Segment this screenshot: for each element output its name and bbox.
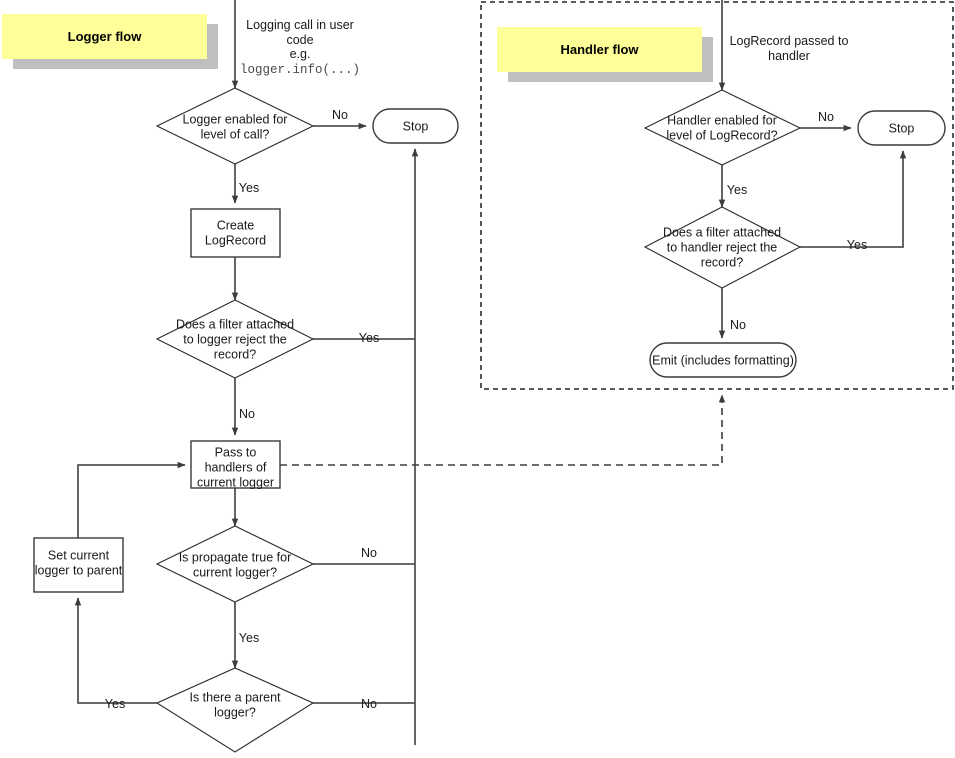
node-pass-to-handlers-line2: handlers of <box>205 460 267 474</box>
node-logger-enabled-line1: Logger enabled for <box>183 112 288 126</box>
edge-parent-exists-yes-to-set-parent <box>74 597 157 704</box>
edge-set-parent-to-pass <box>77 461 186 538</box>
node-pass-to-handlers-line3: current logger <box>197 475 274 489</box>
handler-banner-body <box>497 27 702 72</box>
edge-label-logger-enabled-yes: Yes <box>239 181 259 195</box>
node-create-logrecord-line1: Create <box>217 218 255 232</box>
logger-entry-line2: code <box>286 33 313 47</box>
node-emit-label: Emit (includes formatting) <box>652 353 794 367</box>
node-parent-exists: Is there a parent logger? <box>155 667 315 753</box>
logger-flow-banner: Logger flow <box>2 14 218 69</box>
node-pass-to-handlers-line1: Pass to <box>215 445 257 459</box>
edge-label-handler-filter-no: No <box>730 318 746 332</box>
edge-label-logger-enabled-no: No <box>332 108 348 122</box>
node-handler-enabled-line2: level of LogRecord? <box>666 128 777 142</box>
handler-entry-annotation: LogRecord passed to handler <box>730 34 849 63</box>
edge-label-parent-exists-no: No <box>361 697 377 711</box>
node-handler-filter-line3: record? <box>701 255 743 269</box>
node-logger-stop-label: Stop <box>403 119 429 133</box>
node-set-parent-line2: logger to parent <box>35 563 123 577</box>
edge-label-handler-enabled-yes: Yes <box>727 183 747 197</box>
node-handler-filter-line2: to handler reject the <box>667 240 778 254</box>
edge-label-logger-filter-yes: Yes <box>359 331 379 345</box>
node-propagate-line2: current logger? <box>193 565 277 579</box>
logger-entry-line4: logger.info(...) <box>240 63 360 77</box>
node-parent-exists-line2: logger? <box>214 705 256 719</box>
logger-banner-label: Logger flow <box>68 29 143 44</box>
node-set-parent-line1: Set current <box>48 548 110 562</box>
node-create-logrecord: Create LogRecord <box>190 208 281 258</box>
node-logger-filter-line3: record? <box>214 347 256 361</box>
node-propagate: Is propagate true for current logger? <box>155 525 315 603</box>
node-propagate-line1: Is propagate true for <box>179 550 292 564</box>
edge-label-handler-filter-yes: Yes <box>847 238 867 252</box>
handler-flow-group-border <box>480 1 954 390</box>
node-logger-enabled-line2: level of call? <box>201 127 270 141</box>
edge-label-parent-exists-yes: Yes <box>105 697 125 711</box>
node-handler-filter-line1: Does a filter attached <box>663 225 781 239</box>
node-pass-to-handlers: Pass to handlers of current logger <box>190 440 281 489</box>
edge-handler-filter-yes-to-stop <box>800 150 907 248</box>
logger-entry-line1: Logging call in user <box>246 18 354 32</box>
edge-label-propagate-yes: Yes <box>239 631 259 645</box>
node-set-parent: Set current logger to parent <box>33 537 124 593</box>
node-create-logrecord-line2: LogRecord <box>205 233 266 247</box>
node-parent-exists-line1: Is there a parent <box>189 690 281 704</box>
node-logger-stop: Stop <box>372 108 459 144</box>
node-handler-stop: Stop <box>857 110 946 146</box>
node-handler-enabled-line1: Handler enabled for <box>667 113 777 127</box>
handler-entry-line1: LogRecord passed to <box>730 34 849 48</box>
edge-pass-to-handler-flow-dashed <box>280 394 726 466</box>
node-logger-filter: Does a filter attached to logger reject … <box>155 299 315 379</box>
node-logger-filter-line1: Does a filter attached <box>176 317 294 331</box>
node-handler-filter: Does a filter attached to handler reject… <box>643 206 802 289</box>
node-handler-enabled: Handler enabled for level of LogRecord? <box>643 89 802 166</box>
node-handler-stop-label: Stop <box>889 121 915 135</box>
handler-flow-banner: Handler flow <box>497 27 713 82</box>
handler-entry-line2: handler <box>768 49 810 63</box>
edge-label-logger-filter-no: No <box>239 407 255 421</box>
logger-banner-body <box>2 14 207 59</box>
node-logger-enabled: Logger enabled for level of call? <box>155 87 315 165</box>
handler-banner-label: Handler flow <box>560 42 639 57</box>
logger-entry-annotation: Logging call in user code e.g. logger.in… <box>240 18 360 77</box>
edge-label-handler-enabled-no: No <box>818 110 834 124</box>
logger-entry-line3: e.g. <box>290 47 311 61</box>
edge-label-propagate-no: No <box>361 546 377 560</box>
node-logger-filter-line2: to logger reject the <box>183 332 287 346</box>
node-emit: Emit (includes formatting) <box>649 342 797 378</box>
